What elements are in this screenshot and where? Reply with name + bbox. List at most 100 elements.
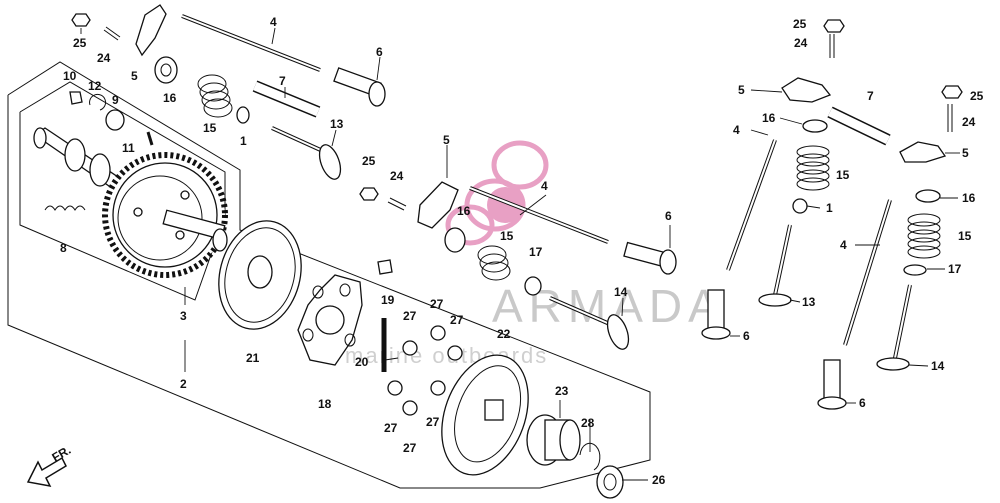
callout-19: 19 (381, 293, 395, 307)
callout-16d: 16 (962, 191, 976, 205)
callout-8: 8 (60, 241, 67, 255)
callout-22: 22 (497, 327, 511, 341)
callout-27c: 27 (450, 313, 464, 327)
nut-25b (359, 187, 379, 201)
rocker-arm-5c (781, 77, 832, 103)
callout-27f: 27 (403, 441, 417, 455)
callout-1b: 1 (826, 201, 833, 215)
callout-9: 9 (112, 93, 119, 107)
valve-13b (758, 224, 792, 307)
watermark-logo-icon (445, 140, 549, 246)
callout-15b: 15 (500, 229, 514, 243)
stud-24d (947, 104, 953, 132)
pin-11 (146, 131, 154, 146)
circlip-28 (579, 442, 601, 471)
callout-7b: 7 (867, 89, 874, 103)
clip-19 (377, 259, 393, 275)
valve-spring-15d (907, 213, 941, 259)
pushrod-4b (469, 186, 609, 244)
tube-7b (827, 106, 891, 146)
stud-24b (387, 197, 407, 211)
front-arrow-icon (26, 456, 67, 488)
callout-12: 12 (88, 79, 102, 93)
callout-11: 11 (122, 141, 135, 155)
ball-27 (387, 325, 463, 416)
callout-4b: 4 (541, 179, 548, 193)
callout-25c: 25 (793, 17, 807, 31)
callout-25b: 25 (362, 154, 376, 168)
callout-2: 2 (180, 377, 187, 391)
valve-guide-6c (701, 289, 731, 340)
callout-5: 5 (131, 69, 138, 83)
callout-16c: 16 (762, 111, 776, 125)
callout-6: 6 (376, 45, 383, 59)
valve-spring-15c (796, 145, 830, 191)
callout-4c: 4 (733, 123, 740, 137)
collet-1 (236, 106, 250, 124)
callout-3: 3 (180, 309, 187, 323)
stud-24c (829, 34, 835, 58)
callout-17b: 17 (948, 262, 962, 276)
callout-10: 10 (63, 69, 77, 83)
valve-13 (271, 126, 342, 180)
nut-25d (941, 85, 963, 99)
front-direction-label: FR. (50, 443, 74, 465)
cam-gear-3 (102, 152, 228, 278)
callout-5b: 5 (443, 133, 450, 147)
nut-25 (71, 13, 91, 27)
callout-21: 21 (246, 351, 260, 365)
callout-23: 23 (555, 384, 569, 398)
callout-14: 14 (614, 285, 628, 299)
callout-labels: 25 24 5 4 6 16 7 15 1 13 10 12 9 11 8 3 … (60, 15, 984, 487)
valve-14b (876, 284, 912, 371)
callout-1: 1 (240, 134, 247, 148)
callout-26: 26 (652, 473, 666, 487)
callout-4: 4 (270, 15, 277, 29)
bolt-10 (69, 91, 83, 105)
callout-20: 20 (355, 355, 369, 369)
callout-16: 16 (163, 91, 177, 105)
pushrod-4c (726, 139, 777, 271)
seat-17b (903, 264, 927, 276)
seat-17 (524, 276, 542, 296)
callout-13b: 13 (802, 295, 816, 309)
callout-24: 24 (97, 51, 111, 65)
callout-27e: 27 (426, 415, 440, 429)
callout-15d: 15 (958, 229, 972, 243)
rocker-arm-5d (899, 141, 947, 163)
callout-13: 13 (330, 117, 344, 131)
valve-guide-6 (333, 67, 386, 107)
governor-18 (297, 274, 363, 366)
callout-18: 18 (318, 397, 332, 411)
callout-27a: 27 (430, 297, 444, 311)
nut-25c (823, 19, 845, 33)
stud-24 (103, 26, 121, 41)
leader-lines (80, 27, 960, 481)
gear-9 (105, 109, 125, 131)
plate-21 (218, 220, 302, 330)
valve-spring-15b (477, 245, 511, 281)
pushrod-4d (843, 199, 892, 346)
callout-27b: 27 (403, 309, 417, 323)
callout-15: 15 (203, 121, 217, 135)
sleeve-23 (526, 414, 581, 466)
valve-spring-15 (197, 74, 233, 118)
callout-5c: 5 (738, 83, 745, 97)
callout-27d: 27 (384, 421, 398, 435)
retainer-16c (802, 119, 828, 133)
valve-guide-6b (623, 241, 677, 275)
callout-25: 25 (73, 36, 87, 50)
spring-8 (44, 205, 86, 211)
callout-16b: 16 (457, 204, 471, 218)
pushrod-4 (181, 14, 321, 72)
callout-24b: 24 (390, 169, 404, 183)
callout-5d: 5 (962, 146, 969, 160)
rocker-arm-5 (135, 4, 167, 57)
callout-6c: 6 (743, 329, 750, 343)
callout-25d: 25 (970, 89, 984, 103)
retainer-16 (154, 56, 178, 84)
rocker-arm-5b (417, 181, 459, 229)
plate-22 (441, 354, 529, 476)
callout-4d: 4 (840, 238, 847, 252)
washer-26 (596, 465, 624, 499)
